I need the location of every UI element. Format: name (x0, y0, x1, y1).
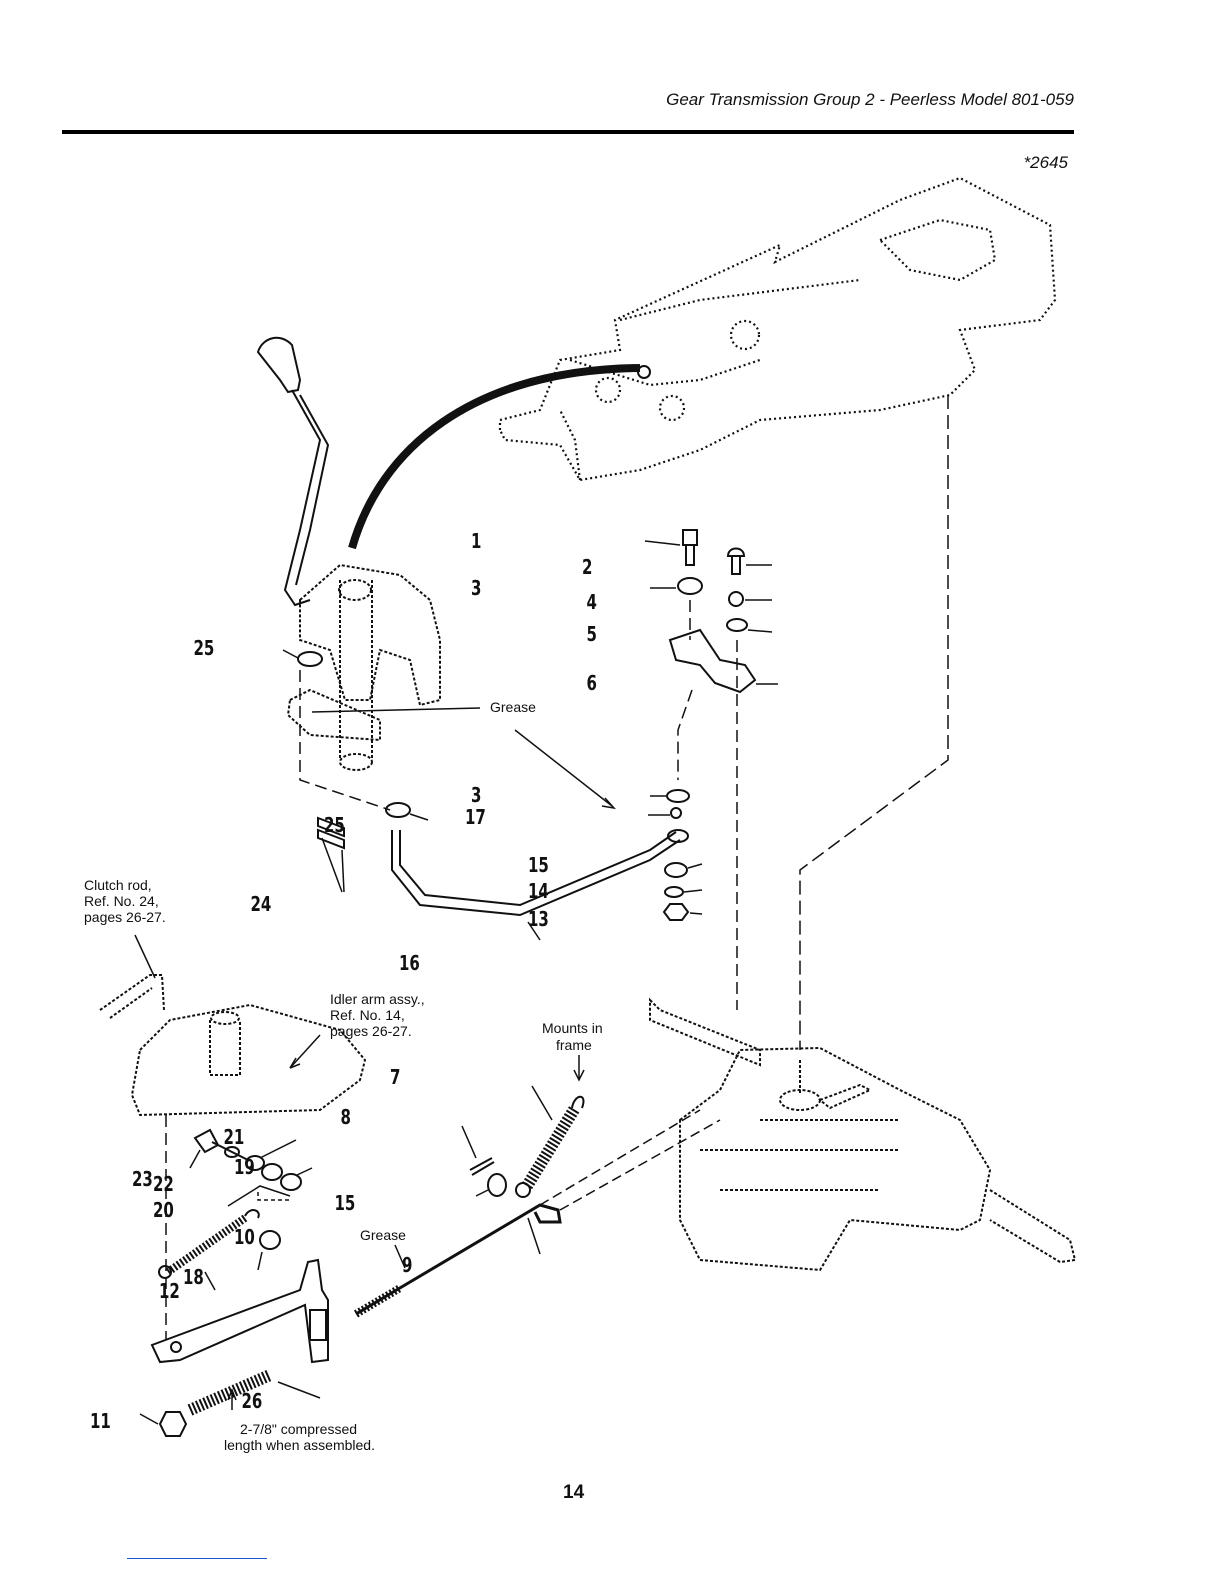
callout-9: 9 (402, 1255, 412, 1278)
callout-4: 4 (587, 592, 597, 615)
note-compressed-line2: length when assembled. (224, 1437, 375, 1453)
shift-lever (258, 338, 328, 605)
idler-bracket-10 (152, 1260, 328, 1362)
washer-3-lower (667, 790, 689, 802)
callout-26: 26 (242, 1391, 263, 1414)
callout-16: 16 (399, 953, 420, 976)
note-mounts-line2: frame (556, 1037, 592, 1053)
bracket-6 (670, 630, 755, 692)
callout-23: 23 (132, 1169, 153, 1192)
transmission (650, 1000, 1075, 1270)
clutch-rod (100, 975, 164, 1018)
callout-1: 1 (471, 531, 481, 554)
washer-19a (262, 1164, 282, 1180)
callout-25a: 25 (194, 638, 215, 661)
shift-housing (288, 565, 440, 770)
spring-7 (516, 1086, 583, 1197)
nut-11 (160, 1412, 186, 1436)
note-idler-arm-line2: Ref. No. 14, (330, 1007, 405, 1023)
footer-link-underline[interactable] (127, 1558, 267, 1559)
callout-13: 13 (528, 909, 549, 932)
callout-19: 19 (234, 1157, 255, 1180)
callout-7: 7 (390, 1067, 400, 1090)
note-clutch-rod-line2: Ref. No. 24, (84, 893, 159, 909)
callout-12: 12 (159, 1281, 180, 1304)
callout-3b: 3 (471, 785, 481, 808)
callout-21: 21 (224, 1127, 245, 1150)
note-compressed-line1: 2-7/8" compressed (240, 1421, 357, 1437)
callout-24: 24 (251, 894, 272, 917)
bolt-2 (728, 549, 772, 575)
note-clutch-rod-line1: Clutch rod, (84, 877, 152, 893)
washer-15-top (665, 863, 687, 877)
chassis-frame (500, 178, 1055, 480)
note-idler-arm-line3: pages 26-27. (330, 1023, 412, 1039)
shift-cable (352, 368, 640, 548)
washer-5 (727, 619, 747, 631)
callout-5: 5 (587, 624, 597, 647)
washer-19b (281, 1174, 301, 1190)
callout-3a: 3 (471, 578, 481, 601)
callout-22: 22 (153, 1174, 174, 1197)
callout-15b: 15 (335, 1193, 356, 1216)
callout-25b: 25 (324, 815, 345, 838)
bolt-1 (645, 530, 697, 565)
nut-18 (260, 1231, 280, 1249)
callout-18: 18 (183, 1267, 204, 1290)
note-mounts-line1: Mounts in (542, 1020, 603, 1036)
callout-2: 2 (582, 557, 592, 580)
washer-25-upper (298, 652, 322, 666)
note-idler-arm-line1: Idler arm assy., (330, 991, 425, 1007)
note-grease-top: Grease (490, 699, 536, 715)
washer-15-bottom (488, 1174, 506, 1196)
washer-3-top (678, 578, 702, 594)
page-number: 14 (563, 1482, 584, 1504)
clip-17 (671, 808, 681, 818)
spring-12 (159, 1210, 259, 1290)
callout-8: 8 (341, 1107, 351, 1130)
callout-10: 10 (234, 1227, 255, 1250)
cotter-pin-8 (470, 1158, 494, 1175)
callout-20: 20 (153, 1200, 174, 1223)
note-clutch-rod-line3: pages 26-27. (84, 909, 166, 925)
callout-6: 6 (587, 673, 597, 696)
callout-11: 11 (90, 1411, 111, 1434)
leader-20 (228, 1186, 290, 1206)
callout-14: 14 (528, 881, 549, 904)
callout-15a: 15 (528, 855, 549, 878)
note-grease-bottom: Grease (360, 1227, 406, 1243)
callout-17: 17 (465, 807, 486, 830)
nut-13 (664, 904, 688, 920)
nut-4 (729, 592, 743, 606)
lockwasher-14 (665, 887, 683, 897)
